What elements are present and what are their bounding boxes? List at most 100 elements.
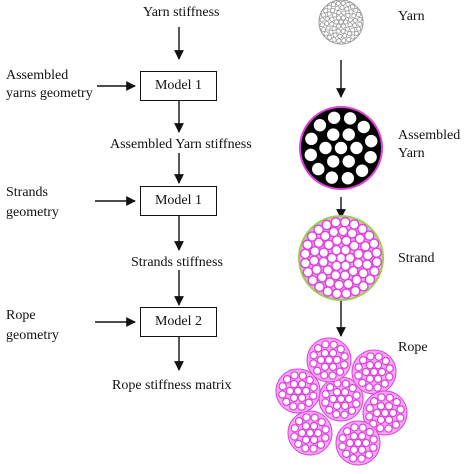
- fiber: [320, 12, 326, 18]
- fiber: [310, 413, 319, 422]
- fiber: [290, 371, 299, 380]
- fiber: [313, 237, 325, 249]
- fiber: [328, 348, 338, 358]
- fiber: [357, 267, 369, 279]
- fiber: [358, 423, 367, 432]
- fiber: [353, 7, 359, 13]
- fiber: [358, 378, 367, 388]
- assembled-yarn-stiffness-label: Assembled Yarn stiffness: [110, 137, 252, 152]
- assembled-geometry-label-line2: yarns geometry: [6, 86, 93, 101]
- fiber: [369, 435, 378, 444]
- fiber: [336, 38, 342, 44]
- strand-cross-section-icon: [298, 215, 384, 301]
- fiber: [330, 269, 341, 281]
- fiber: [344, 394, 354, 404]
- yarn-stiffness-label: Yarn stiffness: [143, 5, 220, 20]
- fiber: [365, 360, 375, 370]
- fiber: [319, 230, 331, 242]
- fiber: [309, 359, 318, 368]
- fiber: [391, 420, 401, 429]
- fiber: [339, 5, 345, 11]
- fiber: [302, 413, 311, 422]
- fiber: [324, 355, 334, 365]
- fiber: [369, 367, 379, 377]
- fiber: [321, 219, 332, 231]
- fiber: [380, 379, 390, 388]
- fiber: [289, 379, 299, 389]
- fiber: [354, 233, 366, 245]
- fiber: [348, 240, 360, 252]
- fiber: [297, 379, 307, 389]
- fiber: [336, 23, 342, 29]
- fiber: [345, 26, 350, 32]
- strand-label: Strand: [398, 251, 435, 266]
- fiber: [278, 382, 287, 391]
- rope-geometry-label-line1: Rope: [6, 308, 36, 323]
- yarn-cross-section-icon: [318, 0, 364, 45]
- fiber: [327, 34, 333, 40]
- fiber: [314, 281, 325, 293]
- fiber: [350, 27, 356, 33]
- fiber: [282, 375, 292, 384]
- fiber: [302, 146, 319, 164]
- fiber: [330, 2, 336, 8]
- fiber: [321, 433, 330, 442]
- fiber: [340, 0, 346, 6]
- fiber: [342, 33, 348, 39]
- fiber: [319, 22, 325, 28]
- fiber: [357, 454, 366, 463]
- fiber: [361, 438, 371, 448]
- fiber: [325, 153, 342, 170]
- fiber: [317, 417, 326, 427]
- fiber: [332, 401, 342, 411]
- fiber: [381, 356, 390, 366]
- fiber: [355, 118, 372, 136]
- fiber: [328, 29, 334, 35]
- fiber: [309, 435, 319, 445]
- fiber: [329, 340, 338, 349]
- fiber: [361, 367, 371, 377]
- fiber: [352, 391, 361, 400]
- fiber: [340, 410, 349, 419]
- fiber: [332, 355, 342, 365]
- fiber: [313, 224, 324, 236]
- fiber: [349, 454, 358, 463]
- fiber: [334, 5, 340, 11]
- fiber: [328, 394, 338, 404]
- fiber: [368, 238, 380, 249]
- fiber: [340, 23, 346, 29]
- fiber: [311, 264, 322, 275]
- fiber: [313, 344, 323, 353]
- fiber: [365, 412, 374, 421]
- fiber: [384, 415, 394, 425]
- fiber: [332, 139, 350, 157]
- fiber: [316, 271, 328, 283]
- fiber: [392, 397, 401, 407]
- strands-geometry-label-line1: Strands: [6, 185, 48, 200]
- fiber: [316, 440, 326, 449]
- fiber: [345, 1, 351, 7]
- fiber: [341, 379, 350, 388]
- fiber: [363, 132, 380, 150]
- fiber: [297, 428, 307, 438]
- fiber: [347, 22, 353, 28]
- fiber: [289, 393, 299, 403]
- fiber: [328, 362, 338, 372]
- fiber: [363, 230, 375, 241]
- fiber: [357, 21, 363, 27]
- fiber: [330, 217, 342, 228]
- fiber: [349, 4, 355, 10]
- fiber: [285, 386, 295, 396]
- fiber: [348, 383, 357, 393]
- fiber: [341, 110, 359, 127]
- fiber: [293, 386, 303, 396]
- fiber: [357, 431, 367, 441]
- rope-stiffness-matrix-label: Rope stiffness matrix: [112, 378, 232, 393]
- fiber: [321, 390, 330, 399]
- fiber: [309, 351, 318, 360]
- fiber: [336, 344, 345, 354]
- fiber: [309, 391, 318, 400]
- fiber: [365, 383, 374, 392]
- fiber: [358, 356, 368, 365]
